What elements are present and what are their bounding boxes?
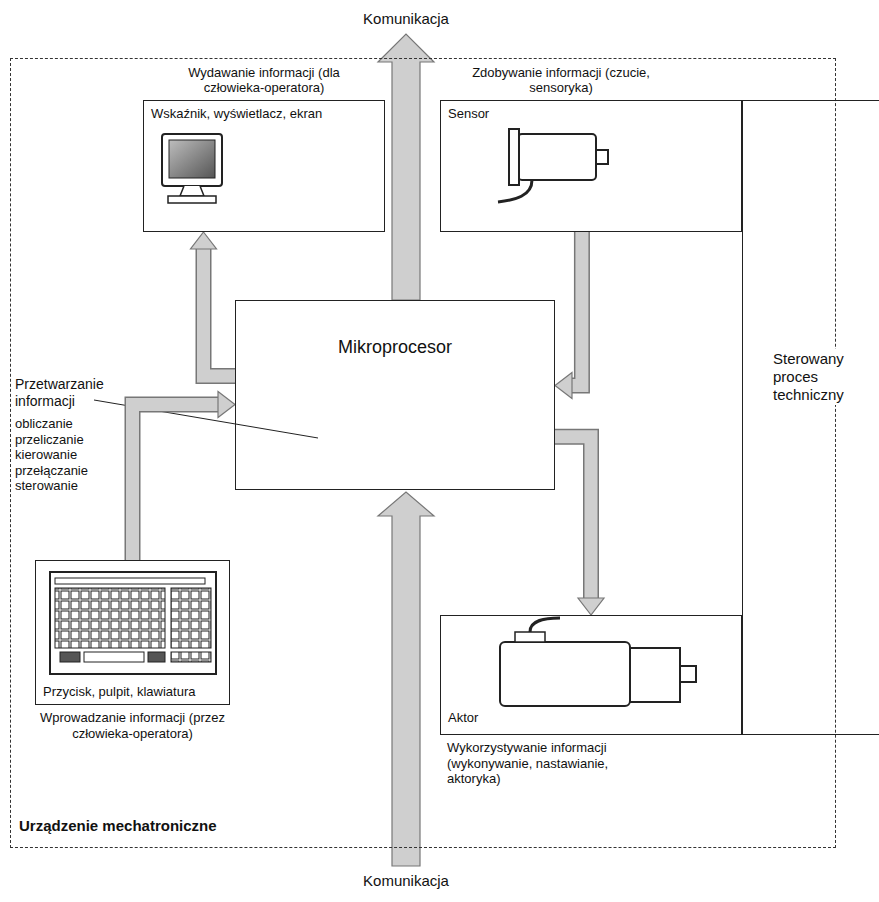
actuator-box: AktorWykorzystywanie informacji (wykonyw… — [440, 615, 742, 735]
process-band: Sterowany proces techniczny — [742, 100, 879, 735]
process-label: Przetwarzanie informacji — [15, 376, 140, 410]
node-text: Wykorzystywanie informacji (wykonywanie,… — [447, 740, 662, 787]
communication-arrow-in — [378, 492, 434, 866]
arrow-shaft-edge — [204, 248, 236, 376]
node-text: Urządzenie mechatroniczne — [19, 817, 217, 835]
arrow-shaft — [571, 232, 582, 386]
arrow-shaft-edge — [133, 405, 220, 561]
flow-arrow — [133, 392, 236, 561]
communication-label: Komunikacja — [0, 872, 812, 890]
sensor-box: Zdobywanie informacji (czucie, sensoryka… — [440, 100, 742, 232]
node-text: Przycisk, pulpit, klawiatura — [43, 684, 195, 700]
node-text: Zdobywanie informacji (czucie, sensoryka… — [461, 65, 661, 96]
node-text: Aktor — [448, 710, 478, 726]
sensor-icon — [498, 129, 608, 202]
arrow-shaft-edge — [571, 232, 582, 386]
arrow-head — [555, 373, 572, 399]
node-text: Sensor — [448, 106, 489, 122]
communication-label: Komunikacja — [0, 10, 812, 28]
arrow-head — [578, 598, 604, 615]
keyboard-icon — [50, 572, 216, 674]
arrow-shaft-edge — [555, 437, 591, 599]
node-text: Mikroprocesor — [236, 337, 554, 359]
processor-box: Mikroprocesor — [235, 300, 555, 490]
arrow-shaft — [555, 437, 591, 599]
node-text: Wprowadzanie informacji (przez człowieka… — [40, 710, 225, 741]
function-list: obliczanie przeliczanie kierowanie przeł… — [15, 416, 110, 494]
arrow-shaft — [133, 405, 220, 561]
flow-arrow — [555, 437, 604, 615]
display-box: Wydawanie informacji (dla człowieka-oper… — [143, 100, 385, 232]
input-box: Przycisk, pulpit, klawiaturaWprowadzanie… — [35, 560, 230, 705]
arrow-head — [218, 392, 235, 418]
motor-icon — [500, 618, 696, 706]
monitor-icon — [162, 134, 222, 203]
node-text: Wskaźnik, wyświetlacz, ekran — [151, 106, 322, 122]
flow-arrow — [555, 232, 582, 399]
arrow-head — [191, 232, 217, 249]
node-text: Sterowany proces techniczny — [771, 349, 877, 405]
communication-arrow-up — [378, 34, 434, 300]
device-boundary: Urządzenie mechatroniczne Wydawanie infor… — [10, 58, 836, 848]
node-text: Wydawanie informacji (dla człowieka-oper… — [177, 65, 352, 96]
flow-arrow — [191, 232, 236, 376]
arrow-shaft — [204, 248, 236, 376]
